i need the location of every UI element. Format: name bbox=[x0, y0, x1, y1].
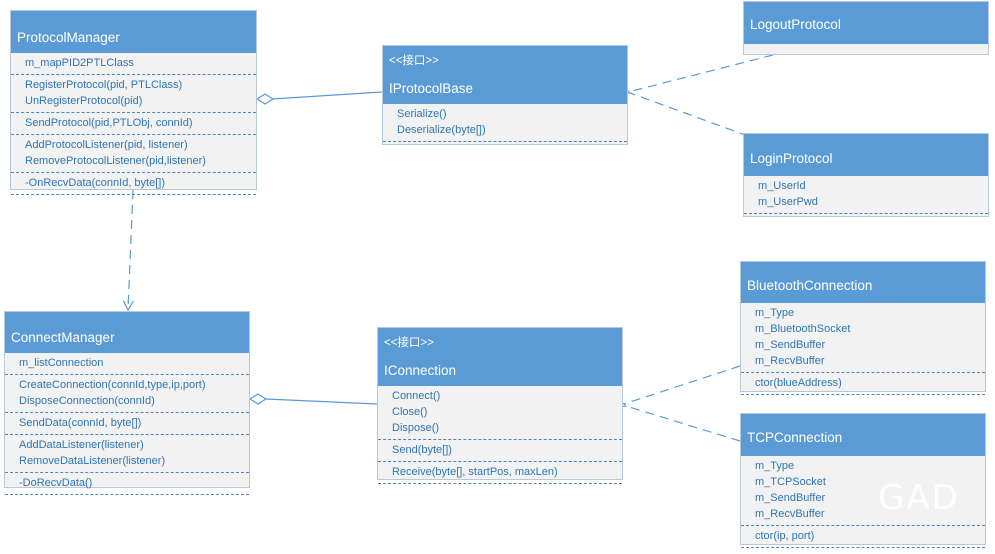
class-compartment: SendProtocol(pid,PTLObj, connId) bbox=[11, 113, 256, 135]
class-member[interactable]: m_BluetoothSocket bbox=[755, 323, 851, 335]
realization-bluetooth bbox=[624, 365, 741, 404]
class-member[interactable]: m_RecvBuffer bbox=[755, 508, 825, 520]
class-header: TCPConnection bbox=[741, 414, 985, 456]
class-name: IConnection bbox=[384, 363, 457, 378]
class-iprotocol-base[interactable]: <<接口>> IProtocolBase Serialize() Deserial… bbox=[382, 45, 628, 145]
class-member[interactable]: RemoveProtocolListener(pid,listener) bbox=[25, 155, 206, 167]
class-header: ConnectManager bbox=[5, 312, 249, 353]
class-header: <<接口>> IConnection bbox=[378, 328, 622, 386]
aggregation-diamond-connection bbox=[248, 393, 268, 405]
class-bluetooth-connection[interactable]: BluetoothConnection m_Type m_BluetoothSoc… bbox=[740, 261, 986, 395]
class-compartment: m_listConnection bbox=[5, 353, 249, 375]
class-member[interactable]: m_Type bbox=[755, 460, 795, 472]
realization-tcp bbox=[626, 406, 741, 442]
dependency-line bbox=[122, 189, 134, 312]
class-compartment: m_mapPID2PTLClass bbox=[11, 53, 256, 75]
class-body: Serialize() Deserialize(byte[]) bbox=[383, 104, 627, 142]
realization-login bbox=[630, 93, 749, 137]
class-member[interactable]: m_Type bbox=[755, 307, 795, 319]
watermark-logo: GAD bbox=[878, 478, 960, 518]
class-header: ProtocolManager bbox=[11, 11, 256, 53]
class-member[interactable]: Receive(byte[], startPos, maxLen) bbox=[392, 466, 558, 478]
stereotype-label: <<接口>> bbox=[384, 337, 434, 349]
class-name: ConnectManager bbox=[11, 330, 115, 345]
class-member[interactable]: Dispose() bbox=[392, 422, 440, 434]
class-member[interactable]: SendData(connId, byte[]) bbox=[19, 417, 142, 429]
class-member[interactable]: m_TCPSocket bbox=[755, 476, 826, 488]
class-member[interactable]: AddDataListener(listener) bbox=[19, 439, 144, 451]
class-member[interactable]: CreateConnection(connId,type,ip,port) bbox=[19, 379, 206, 391]
class-name: LogoutProtocol bbox=[750, 17, 841, 32]
class-member[interactable]: m_mapPID2PTLClass bbox=[25, 57, 134, 69]
class-member[interactable]: RegisterProtocol(pid, PTLClass) bbox=[25, 79, 183, 91]
class-compartment: CreateConnection(connId,type,ip,port) Dis… bbox=[5, 375, 249, 413]
class-name: LoginProtocol bbox=[750, 151, 833, 166]
class-tcp-connection[interactable]: TCPConnection m_Type m_TCPSocket m_SendBuf… bbox=[740, 413, 986, 548]
class-member[interactable]: m_UserId bbox=[758, 180, 806, 192]
class-compartment: ctor(ip, port) bbox=[741, 526, 985, 548]
class-compartment: ctor(blueAddress) bbox=[741, 373, 985, 395]
class-name: ProtocolManager bbox=[17, 30, 120, 45]
class-compartment: m_Type m_BluetoothSocket m_SendBuffer m_Rec… bbox=[741, 303, 985, 373]
class-compartment: Connect() Close() Dispose() bbox=[378, 386, 622, 440]
class-member[interactable]: ctor(blueAddress) bbox=[755, 377, 842, 389]
class-member[interactable]: Connect() bbox=[392, 390, 441, 402]
class-header: BluetoothConnection bbox=[741, 262, 985, 303]
class-compartment: AddProtocolListener(pid, listener) Remove… bbox=[11, 135, 256, 173]
class-member[interactable]: m_SendBuffer bbox=[755, 492, 826, 504]
class-member[interactable]: Serialize() bbox=[397, 108, 447, 120]
realization-logout bbox=[628, 54, 774, 92]
class-compartment: AddDataListener(listener) RemoveDataListe… bbox=[5, 435, 249, 473]
class-member[interactable]: m_RecvBuffer bbox=[755, 355, 825, 367]
class-compartment: Receive(byte[], startPos, maxLen) bbox=[378, 462, 622, 484]
class-compartment: Serialize() Deserialize(byte[]) bbox=[383, 104, 627, 142]
class-member[interactable]: Send(byte[]) bbox=[392, 444, 452, 456]
class-compartment: SendData(connId, byte[]) bbox=[5, 413, 249, 435]
class-compartment: m_Type m_TCPSocket m_SendBuffer m_RecvBuffe… bbox=[741, 456, 985, 526]
class-member[interactable]: ctor(ip, port) bbox=[755, 530, 815, 542]
class-name: IProtocolBase bbox=[389, 81, 474, 96]
class-iconnection[interactable]: <<接口>> IConnection Connect() Close() Dispo… bbox=[377, 327, 623, 484]
class-body: Connect() Close() Dispose() Send(byte[]) Rec… bbox=[378, 386, 622, 484]
class-login-protocol[interactable]: LoginProtocol m_UserId m_UserPwd bbox=[743, 133, 989, 217]
class-compartment: -DoRecvData() bbox=[5, 473, 249, 495]
class-body: m_Type m_TCPSocket m_SendBuffer m_RecvBuffe… bbox=[741, 456, 985, 548]
class-name: TCPConnection bbox=[747, 430, 843, 445]
class-member[interactable]: AddProtocolListener(pid, listener) bbox=[25, 139, 188, 151]
class-compartment: m_UserId m_UserPwd bbox=[744, 176, 988, 214]
class-compartment: RegisterProtocol(pid, PTLClass) UnRegiste… bbox=[11, 75, 256, 113]
stereotype-label: <<接口>> bbox=[389, 55, 439, 67]
class-member[interactable]: DisposeConnection(connId) bbox=[19, 395, 155, 407]
class-header: LoginProtocol bbox=[744, 134, 988, 176]
class-member[interactable]: SendProtocol(pid,PTLObj, connId) bbox=[25, 117, 193, 129]
class-logout-protocol[interactable]: LogoutProtocol bbox=[743, 1, 989, 55]
aggregation-line-connection bbox=[250, 398, 378, 405]
aggregation-line-protocol bbox=[257, 91, 383, 100]
class-body: m_Type m_BluetoothSocket m_SendBuffer m_Rec… bbox=[741, 303, 985, 395]
class-compartment: Send(byte[]) bbox=[378, 440, 622, 462]
class-header: <<接口>> IProtocolBase bbox=[383, 46, 627, 104]
class-member[interactable]: m_SendBuffer bbox=[755, 339, 826, 351]
aggregation-diamond-protocol bbox=[255, 93, 275, 105]
class-member[interactable]: m_UserPwd bbox=[758, 196, 818, 208]
class-member[interactable]: Deserialize(byte[]) bbox=[397, 124, 486, 136]
class-body: m_UserId m_UserPwd bbox=[744, 176, 988, 214]
class-member[interactable]: m_listConnection bbox=[19, 357, 104, 369]
class-name: BluetoothConnection bbox=[747, 278, 873, 293]
class-member[interactable]: -OnRecvData(connId, byte[]) bbox=[25, 177, 166, 189]
class-header: LogoutProtocol bbox=[744, 2, 988, 44]
class-member[interactable]: Close() bbox=[392, 406, 428, 418]
class-member[interactable]: UnRegisterProtocol(pid) bbox=[25, 95, 143, 107]
class-compartment: -OnRecvData(connId, byte[]) bbox=[11, 173, 256, 195]
class-member[interactable]: RemoveDataListener(listener) bbox=[19, 455, 166, 467]
class-member[interactable]: -DoRecvData() bbox=[19, 477, 93, 489]
